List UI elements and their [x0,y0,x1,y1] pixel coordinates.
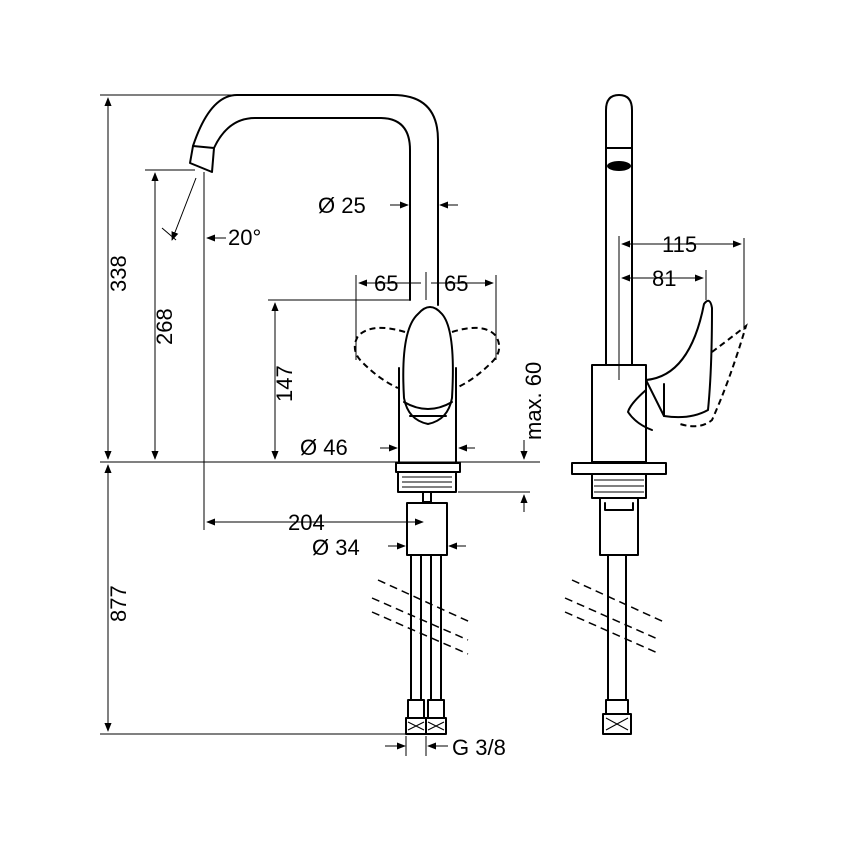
dim-spout-height: 268 [152,308,177,345]
dim-lever-right: 65 [444,271,468,296]
dim-shank-diameter: Ø 34 [312,535,360,560]
dim-lever-height: 147 [272,365,297,402]
dim-lever-max: 115 [662,232,697,257]
aerator-icon [607,161,631,171]
dim-spout-diameter: Ø 25 [318,193,366,218]
dim-lever-depth: 81 [652,266,676,291]
side-view: 115 81 [564,94,748,735]
front-view: 338 268 147 877 20° Ø 25 65 65 max. 60 Ø [100,94,546,760]
supply-hoses [405,554,447,735]
side-body [591,299,748,463]
dim-angle: 20° [228,225,261,250]
dim-height-total: 338 [106,255,131,292]
mixer-body [398,306,457,463]
dim-ext-g38 [405,736,427,756]
dim-body-diameter: Ø 46 [300,435,348,460]
break-lines-front [371,579,471,655]
dim-reach: 204 [288,510,325,535]
dim-below-deck: 877 [106,585,131,622]
dim-thread: G 3/8 [452,735,506,760]
lever-swing-right [451,326,501,389]
angle-line [171,177,197,241]
side-hose [602,554,632,735]
side-spout [605,94,633,366]
spout-outline [189,94,439,306]
dim-lever-travel: max. 60 [521,362,546,440]
shank [406,502,448,556]
side-deck-plate [571,462,667,556]
deck-plate [395,462,461,503]
break-lines-side [564,579,665,655]
angle-tick [161,227,177,241]
dim-lever-left: 65 [374,271,398,296]
lever-swing-left [353,326,406,389]
